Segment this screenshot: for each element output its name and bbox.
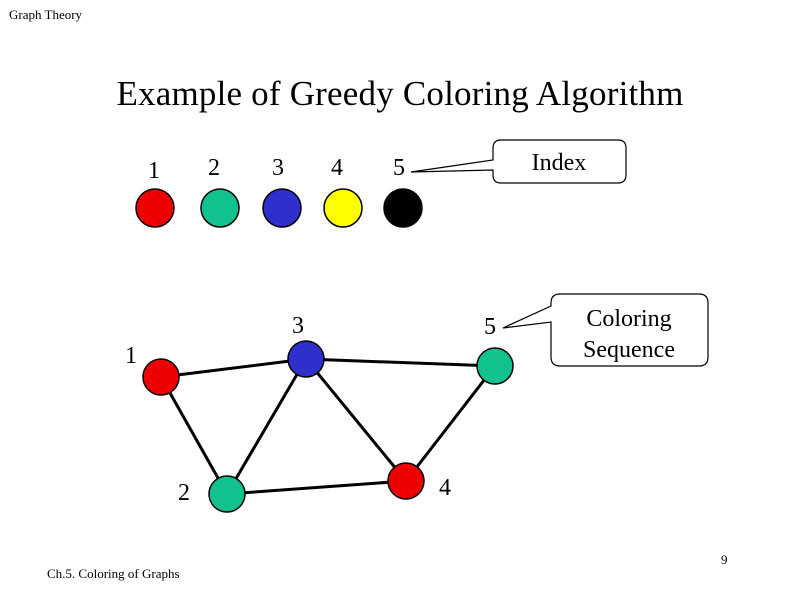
sequence-callout: Coloring Sequence <box>502 293 709 367</box>
footer-chapter: Ch.5. Coloring of Graphs <box>47 566 180 581</box>
index-color-dot-5 <box>383 188 423 228</box>
page-number: 9 <box>721 552 728 567</box>
graph-nodes <box>142 340 514 513</box>
index-color-dot-4 <box>323 188 363 228</box>
edge-2-4 <box>226 479 407 496</box>
graph-node-2 <box>208 475 246 513</box>
graph-node-label-4: 4 <box>439 475 451 501</box>
edge-1-3 <box>160 357 307 379</box>
index-color-dot-1 <box>135 188 175 228</box>
index-label-4: 4 <box>331 155 343 181</box>
index-callout-bubble <box>410 139 627 184</box>
index-label-2: 2 <box>208 155 220 181</box>
graph-node-label-3: 3 <box>292 313 304 339</box>
index-callout-text: Index <box>532 150 587 176</box>
graph-node-5 <box>476 347 514 385</box>
edge-1-2 <box>159 376 229 495</box>
sequence-callout-line1: Coloring <box>586 306 671 332</box>
sequence-callout-bubble <box>502 293 709 367</box>
index-callout: Index <box>410 139 627 184</box>
graph-node-label-1: 1 <box>125 343 137 369</box>
graph-node-label-2: 2 <box>178 480 190 506</box>
graph-edges <box>159 357 497 496</box>
index-color-dot-2 <box>200 188 240 228</box>
index-color-dot-3 <box>262 188 302 228</box>
slide-title: Example of Greedy Coloring Algorithm <box>116 74 684 113</box>
sequence-callout-line2: Sequence <box>583 337 675 363</box>
header-subject: Graph Theory <box>9 7 83 22</box>
edge-3-5 <box>305 357 496 368</box>
index-label-1: 1 <box>148 158 160 184</box>
graph-node-4 <box>387 462 425 500</box>
edge-4-5 <box>404 365 497 482</box>
graph-node-label-5: 5 <box>484 314 496 340</box>
edge-2-3 <box>225 358 308 495</box>
edge-3-4 <box>304 358 408 482</box>
graph-node-labels: 1 2 3 4 5 <box>125 313 496 506</box>
index-label-5: 5 <box>393 155 405 181</box>
graph-node-3 <box>287 340 325 378</box>
index-label-3: 3 <box>272 155 284 181</box>
color-index-row: 1 2 3 4 5 <box>135 155 423 228</box>
graph-node-1 <box>142 358 180 396</box>
